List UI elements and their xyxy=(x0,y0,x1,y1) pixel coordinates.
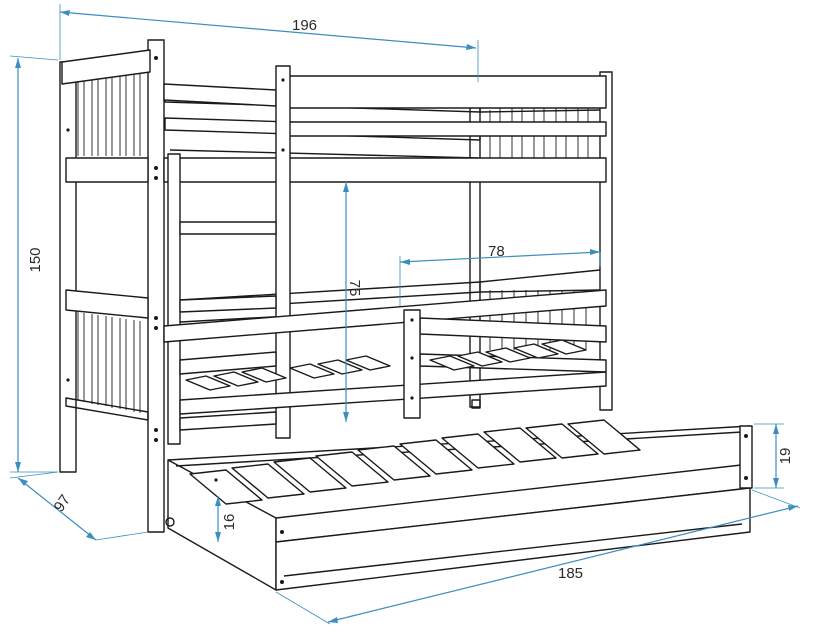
lower-head-slats xyxy=(77,312,141,413)
dimension-185-label: 185 xyxy=(558,565,583,582)
dimension-97 xyxy=(9,471,149,541)
ladder xyxy=(167,153,277,445)
dimension-19-label: 19 xyxy=(777,448,794,465)
dimension-196-label: 196 xyxy=(292,17,317,34)
upper-head-slats xyxy=(77,73,141,156)
lower-bunk xyxy=(163,289,607,431)
dimension-97-label: 97 xyxy=(51,492,74,515)
lower-bunk-slats xyxy=(185,339,587,391)
upper-bunk-front xyxy=(163,65,607,439)
dimension-16-label: 16 xyxy=(221,514,238,531)
dimension-150-label: 150 xyxy=(27,247,44,272)
dimension-75-label: 75 xyxy=(346,280,363,297)
dimension-196 xyxy=(59,4,479,82)
dimension-150 xyxy=(9,55,59,473)
drawer-slats xyxy=(189,419,641,505)
trundle-drawer xyxy=(165,419,753,591)
dimension-75 xyxy=(343,182,349,422)
left-head-frame xyxy=(59,39,165,533)
dimension-78 xyxy=(399,249,601,306)
dimension-19 xyxy=(754,423,784,489)
dimension-78-label: 78 xyxy=(488,243,505,260)
dimension-16 xyxy=(215,496,221,542)
dimension-185 xyxy=(275,489,801,625)
